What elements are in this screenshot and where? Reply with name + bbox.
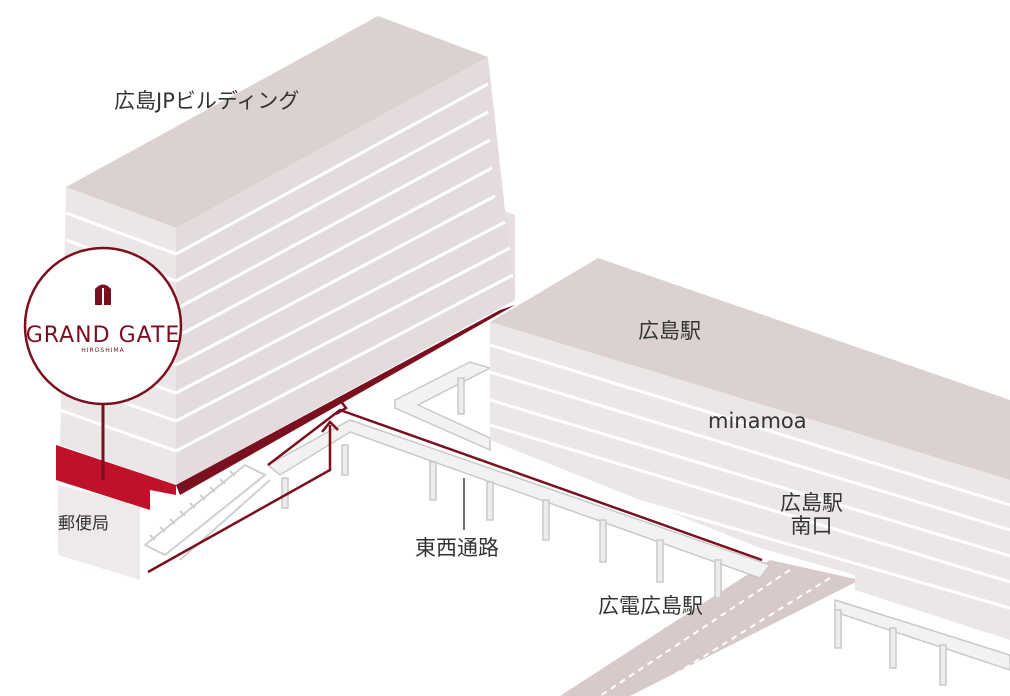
- label-jp-building: 広島JPビルディング: [114, 89, 300, 113]
- tram-tracks: [560, 560, 860, 696]
- route-lines: [147, 399, 763, 574]
- grand-gate-highlight: [56, 305, 515, 510]
- label-minamoa: minamoa: [708, 409, 807, 433]
- jp-building: [59, 16, 515, 485]
- label-south-exit-line2: 南口: [790, 514, 833, 539]
- label-hiroden-station: 広電広島駅: [598, 594, 703, 618]
- label-hiroshima-station: 広島駅: [638, 319, 701, 343]
- label-south-exit-line1: 広島駅: [780, 491, 843, 515]
- logo-wordmark: GRAND GATE: [26, 323, 181, 348]
- post-office-building: [58, 485, 140, 580]
- label-east-west-passage: 東西通路: [415, 536, 499, 560]
- label-post-office: 郵便局: [58, 514, 109, 534]
- label-south-exit: 広島駅 南口: [780, 491, 843, 539]
- escalator: [143, 463, 271, 561]
- grand-gate-logo: GRAND GATE HIROSHIMA: [23, 246, 183, 480]
- hiroshima-station-building: [489, 258, 1010, 640]
- walkway-deck: [266, 361, 1010, 686]
- logo-subtitle: HIROSHIMA: [81, 347, 125, 354]
